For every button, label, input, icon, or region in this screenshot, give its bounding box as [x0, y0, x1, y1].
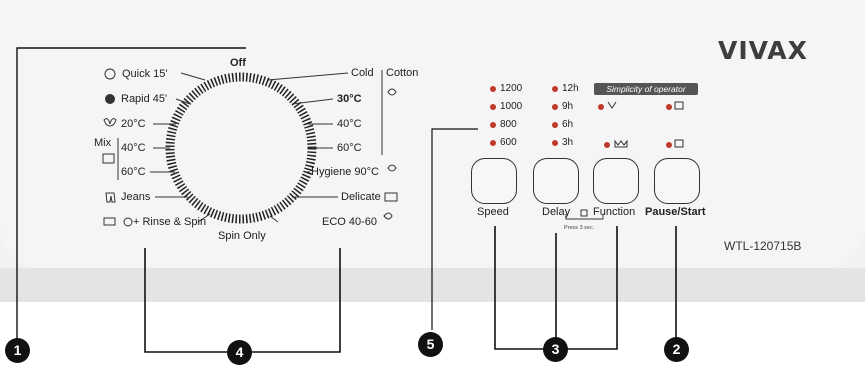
dial-label-40: 40°C: [121, 142, 146, 154]
butterfly-icon: [103, 118, 117, 127]
callout-3: 3: [543, 337, 568, 362]
led-child-lock: [666, 104, 672, 110]
dial-label-cotton: Cotton: [386, 67, 419, 79]
press-bracket: [565, 214, 604, 220]
dial-label-spin-only: Spin Only: [218, 230, 266, 242]
dial-right-leaders: [267, 70, 383, 223]
jeans-icon: [105, 192, 116, 203]
speed-option: 1200: [500, 83, 523, 94]
dial-left-leaders: [117, 72, 211, 223]
led-pause: [666, 142, 672, 148]
spin-icon: [123, 217, 133, 227]
dial-label-delicate: Delicate: [341, 191, 381, 203]
function-button[interactable]: [593, 158, 639, 204]
led-delay-9h: [552, 104, 558, 110]
dial-label-30: 30°C: [337, 93, 362, 105]
tub-icon: [103, 217, 116, 226]
delicate-icon: [384, 192, 398, 202]
speed-option: 1000: [500, 101, 523, 112]
dial-label-hygiene: Hygiene 90°C: [311, 166, 379, 178]
led-prewash: [598, 104, 604, 110]
brand-logo: VIVAX: [718, 36, 808, 65]
callout-5: 5: [418, 332, 443, 357]
callout-1-leader: [16, 47, 246, 340]
callout-4-bracket: [144, 248, 341, 353]
delay-option: 6h: [562, 119, 574, 130]
led-extra-rinse: [604, 142, 610, 148]
led-speed-1000: [490, 104, 496, 110]
callout-4: 4: [227, 340, 252, 365]
delay-button-label: Delay: [542, 206, 571, 218]
simplicity-banner: Simplicity of operator: [594, 83, 698, 95]
prewash-icon: [607, 101, 617, 109]
dial-label-rinse-spin: + Rinse & Spin: [133, 216, 207, 228]
led-delay-6h: [552, 122, 558, 128]
extra-rinse-icon: [614, 139, 628, 148]
speed-option: 800: [500, 119, 517, 130]
dial-label-60-right: 60°C: [337, 142, 362, 154]
speed-button-label: Speed: [477, 206, 509, 218]
delay-button[interactable]: [533, 158, 579, 204]
timer-icon: [104, 68, 116, 80]
hygiene-icon: [387, 164, 397, 172]
led-speed-1200: [490, 86, 496, 92]
child-lock-icon-1: [674, 101, 684, 110]
dial-label-jeans: Jeans: [121, 191, 151, 203]
delay-option: 9h: [562, 101, 574, 112]
rapid-icon: [105, 94, 115, 104]
callout-2: 2: [664, 337, 689, 362]
dial-label-eco: ECO 40-60: [322, 216, 378, 228]
delay-option: 12h: [562, 83, 579, 94]
speed-option: 600: [500, 137, 517, 148]
child-lock-icon-2: [674, 139, 684, 148]
press-lock-icon: [580, 209, 588, 217]
speed-button[interactable]: [471, 158, 517, 204]
press-note: Press 3 sec.: [564, 225, 595, 231]
eco-icon: [383, 212, 393, 220]
led-speed-600: [490, 140, 496, 146]
cotton-icon-glyph: [387, 88, 397, 96]
shirt-stack-icon: [102, 153, 115, 164]
function-button-label: Function: [593, 206, 636, 218]
delay-option: 3h: [562, 137, 574, 148]
callout-5-leader: [431, 128, 478, 330]
led-speed-800: [490, 122, 496, 128]
led-delay-12h: [552, 86, 558, 92]
pause-start-button[interactable]: [654, 158, 700, 204]
dial-label-40-right: 40°C: [337, 118, 362, 130]
dial-label-rapid: Rapid 45': [121, 93, 168, 105]
dial-label-quick: Quick 15': [122, 68, 168, 80]
dial-label-cold: Cold: [351, 67, 374, 79]
dial-label-20: 20°C: [121, 118, 146, 130]
program-dial-inner: [177, 84, 305, 212]
dial-label-off: Off: [230, 57, 246, 69]
callout-1: 1: [5, 338, 30, 363]
model-number: WTL-120715B: [724, 239, 802, 253]
dial-label-60: 60°C: [121, 166, 146, 178]
pause-start-label: Pause/Start: [645, 206, 706, 218]
led-delay-3h: [552, 140, 558, 146]
dial-label-mix: Mix: [94, 137, 112, 149]
